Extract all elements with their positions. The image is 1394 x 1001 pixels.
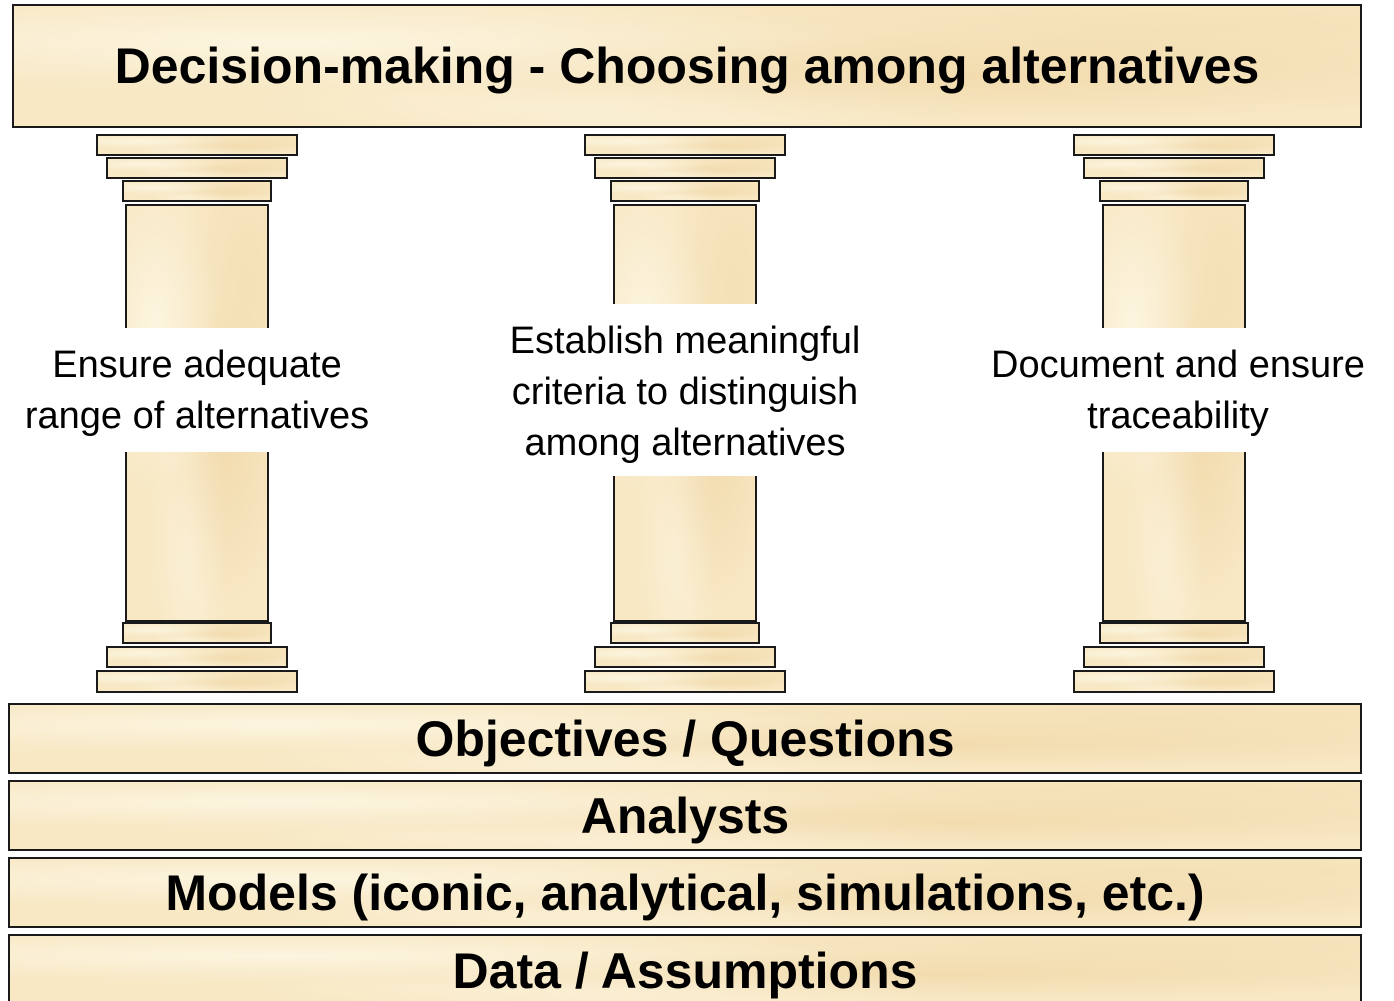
pillar-right-capital-bottom — [1099, 180, 1249, 202]
foundation-layer-models: Models (iconic, analytical, simulations,… — [8, 857, 1362, 928]
pillar-left-label: Ensure adequate range of alternatives — [0, 328, 394, 452]
pillar-left-label-line-1: Ensure adequate — [52, 344, 342, 386]
pillar-left-base-middle — [106, 646, 288, 668]
pillar-center-label: Establish meaningful criteria to disting… — [478, 304, 892, 476]
roof-title: Decision-making - Choosing among alterna… — [114, 38, 1260, 94]
foundation-layer-objectives: Objectives / Questions — [8, 703, 1362, 774]
pillar-right-label-line-1: Document and ensure — [991, 344, 1365, 386]
pillar-right-capital-middle — [1083, 157, 1265, 179]
foundation-layer-analysts-label: Analysts — [580, 787, 790, 844]
pillar-right-capital-top — [1073, 134, 1275, 156]
pillar-center-capital-middle — [594, 157, 776, 179]
foundation-layer-data: Data / Assumptions — [8, 934, 1362, 1001]
pillar-right-base-middle — [1083, 646, 1265, 668]
pillar-center-base-middle — [594, 646, 776, 668]
pillar-center-label-line-2: criteria to distinguish — [511, 371, 859, 413]
pillar-center-base-top — [610, 622, 760, 644]
pillar-right-base-bottom — [1073, 670, 1275, 693]
pillar-center-base-bottom — [584, 670, 786, 693]
foundation-layer-analysts: Analysts — [8, 780, 1362, 851]
pillar-center-capital-top — [584, 134, 786, 156]
pillar-right-label-line-2: traceability — [1087, 395, 1269, 437]
pillar-left-base-top — [122, 622, 272, 644]
foundation-layer-models-label: Models (iconic, analytical, simulations,… — [165, 864, 1205, 921]
pillar-center-label-line-3: among alternatives — [524, 422, 846, 464]
foundation-layer-objectives-label: Objectives / Questions — [415, 710, 955, 767]
roof-banner: Decision-making - Choosing among alterna… — [12, 4, 1362, 128]
pillar-left-capital-middle — [106, 157, 288, 179]
pillar-left-capital-top — [96, 134, 298, 156]
pillar-left-capital-bottom — [122, 180, 272, 202]
pillar-right-base-top — [1099, 622, 1249, 644]
pillar-left-base-bottom — [96, 670, 298, 693]
pillar-right-label: Document and ensure traceability — [962, 328, 1394, 452]
foundation-layer-data-label: Data / Assumptions — [452, 943, 918, 999]
pillar-left-label-line-2: range of alternatives — [24, 395, 370, 437]
pillar-center-label-line-1: Establish meaningful — [509, 320, 861, 362]
pillar-center-capital-bottom — [610, 180, 760, 202]
